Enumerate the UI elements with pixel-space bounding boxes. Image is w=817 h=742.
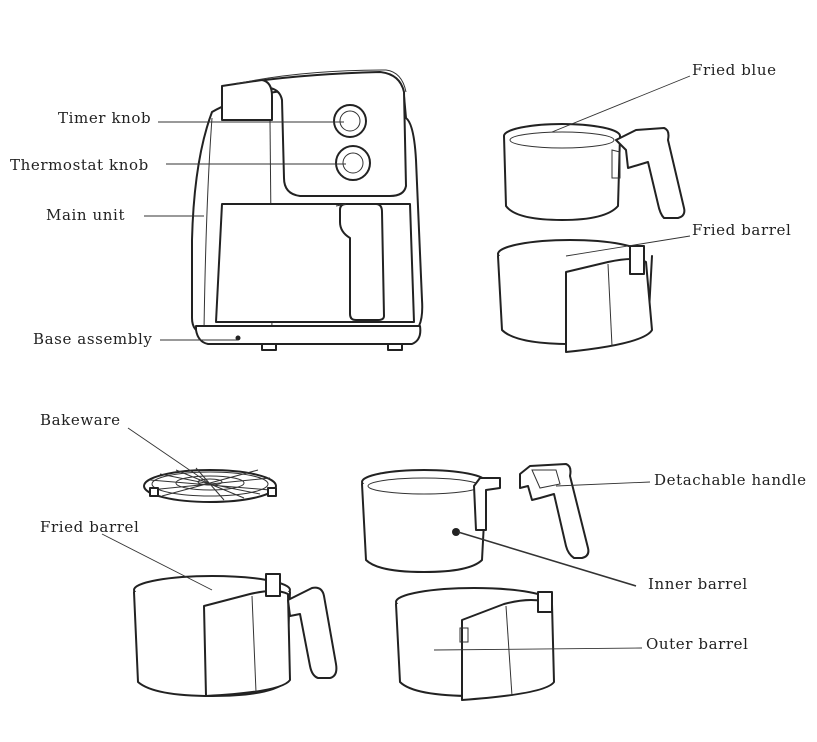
main-unit-illustration (191, 69, 424, 351)
label-main-unit: Main unit (46, 206, 126, 224)
fried-barrel-top-illustration (497, 239, 653, 353)
label-thermostat-knob: Thermostat knob (10, 156, 149, 174)
label-timer-knob: Timer knob (58, 109, 152, 127)
label-bakeware: Bakeware (40, 411, 121, 429)
label-fried-barrel-bottom: Fried barrel (40, 518, 140, 536)
inner-barrel-illustration (361, 469, 501, 573)
leader-inner-barrel (457, 531, 637, 587)
leader-bakeware (127, 427, 211, 485)
leader-lines (101, 75, 691, 651)
bakeware-illustration (143, 467, 277, 503)
label-inner-barrel: Inner barrel (648, 575, 748, 593)
label-outer-barrel: Outer barrel (646, 635, 749, 653)
fried-blue-illustration (503, 123, 686, 221)
detachable-handle-illustration (519, 463, 590, 559)
label-fried-blue: Fried blue (692, 61, 777, 79)
leader-fried-barrel-top (565, 235, 691, 257)
leader-fried-barrel-bottom (101, 533, 213, 591)
leader-detachable-handle (555, 481, 651, 487)
outer-barrel-illustration (395, 587, 555, 701)
label-detachable-handle: Detachable handle (654, 471, 807, 489)
label-base-assembly: Base assembly (33, 330, 153, 348)
label-fried-barrel-top: Fried barrel (692, 221, 792, 239)
leader-outer-barrel (433, 647, 643, 651)
leader-fried-blue (551, 75, 691, 133)
fried-barrel-bottom-illustration (133, 573, 338, 697)
